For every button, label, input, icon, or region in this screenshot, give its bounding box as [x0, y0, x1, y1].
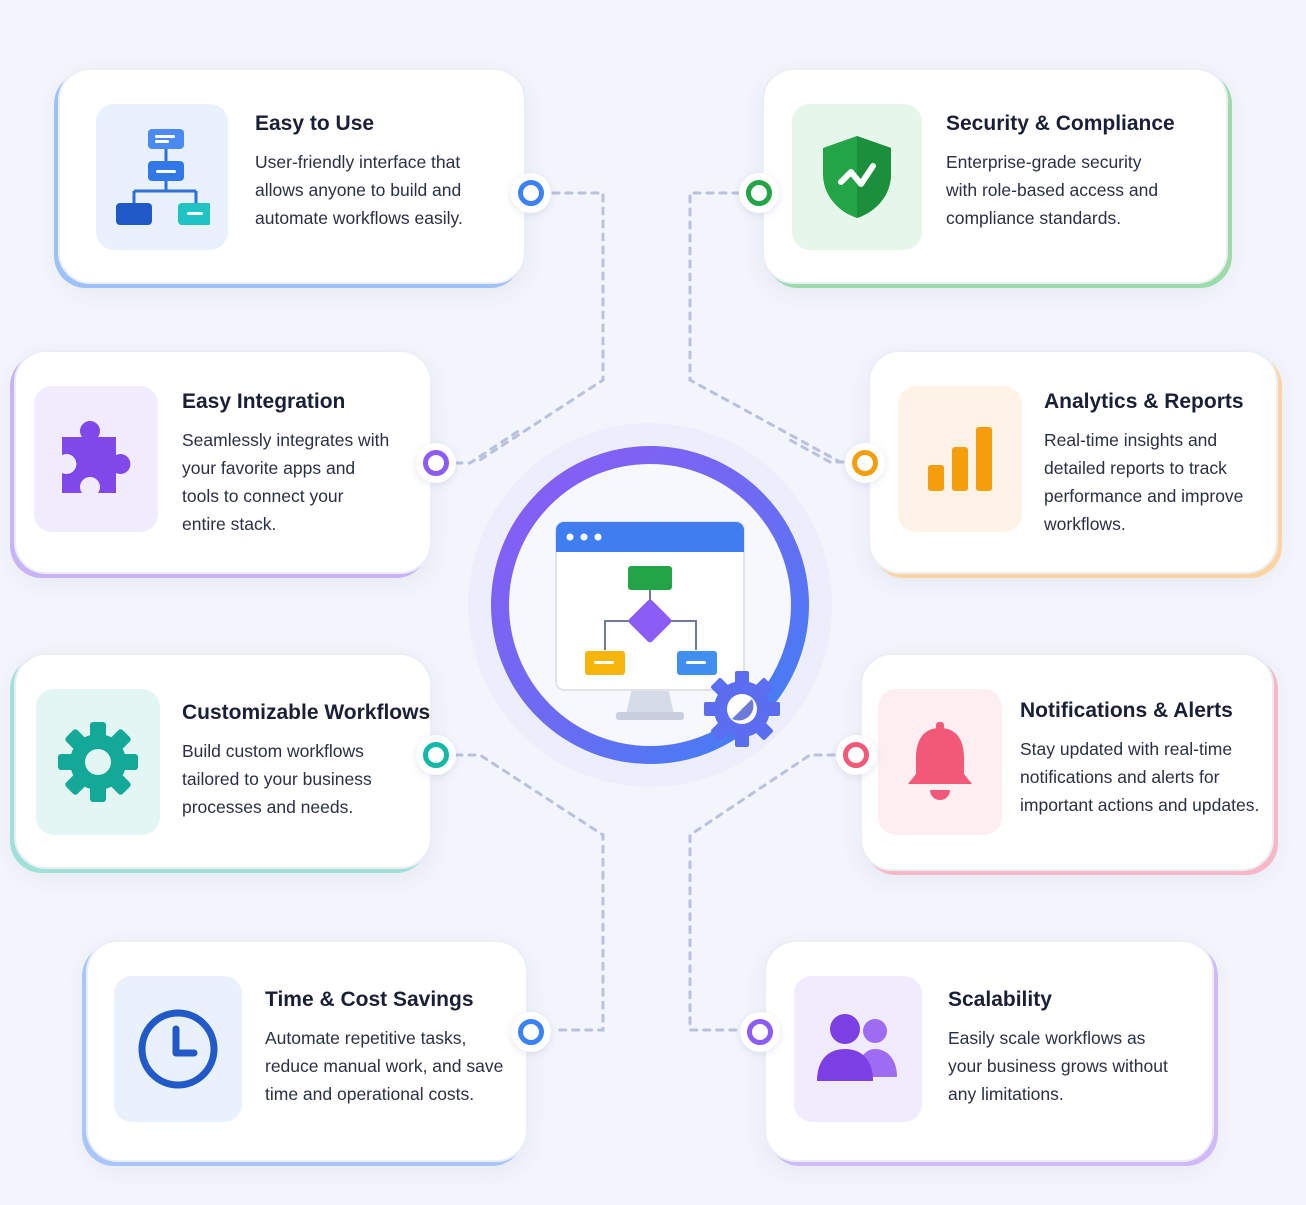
connector-notifications	[688, 753, 836, 1032]
dot-ring	[843, 742, 869, 768]
card-title: Easy Integration	[182, 390, 346, 413]
connector-dot-security	[739, 173, 779, 213]
connector-dot-easy-to-use	[511, 173, 551, 213]
card-title: Time & Cost Savings	[265, 988, 474, 1011]
connector-dot-custom-workflows	[416, 735, 456, 775]
connector-dot-easy-integration	[416, 443, 456, 483]
feature-card-analytics: Analytics & Reports Real-time insights a…	[868, 350, 1278, 574]
connector-security	[688, 191, 842, 464]
feature-card-easy-integration: Easy Integration Seamlessly integrates w…	[14, 350, 432, 574]
users-icon	[817, 1014, 897, 1081]
dot-ring	[518, 1019, 544, 1045]
card-description: Easily scale workflows as your business …	[948, 1028, 1168, 1104]
icon-tile	[898, 386, 1022, 532]
gear-icon	[58, 722, 138, 802]
card-description: User-friendly interface that allows anyo…	[255, 152, 463, 228]
flowchart-icon	[116, 129, 210, 225]
card-description: Stay updated with real-time notification…	[1020, 739, 1260, 815]
dot-ring	[852, 450, 878, 476]
connector-dot-notifications	[836, 735, 876, 775]
connector-dot-time-cost	[511, 1012, 551, 1052]
card-description: Build custom workflows tailored to your …	[182, 741, 372, 817]
icon-tile	[114, 976, 242, 1122]
dot-ring	[423, 450, 449, 476]
connector-easy-to-use	[478, 191, 605, 462]
card-description: Seamlessly integrates with your favorite…	[182, 430, 390, 534]
card-title: Security & Compliance	[946, 112, 1175, 135]
dot-ring	[746, 180, 772, 206]
card-title: Scalability	[948, 988, 1052, 1011]
card-description: Automate repetitive tasks, reduce manual…	[265, 1028, 504, 1104]
dot-ring	[518, 180, 544, 206]
feature-card-notifications: Notifications & Alerts Stay updated with…	[860, 653, 1274, 871]
icon-tile	[96, 104, 228, 250]
card-description: Real-time insights and detailed reports …	[1044, 430, 1244, 534]
card-title: Analytics & Reports	[1044, 390, 1244, 413]
icon-tile	[794, 976, 922, 1122]
bar-chart-icon	[928, 427, 992, 491]
card-title: Easy to Use	[255, 112, 375, 135]
card-description: Enterprise-grade security with role-base…	[946, 152, 1159, 228]
dot-ring	[747, 1019, 773, 1045]
hub-gear	[704, 671, 780, 747]
puzzle-icon	[62, 421, 131, 493]
connector-easy-integration	[454, 428, 522, 465]
icon-tile	[36, 689, 160, 835]
icon-tile	[34, 386, 158, 532]
monitor-stand	[626, 688, 674, 714]
dot-ring	[423, 742, 449, 768]
bell-icon	[908, 722, 972, 800]
workflow-monitor-icon	[468, 423, 832, 787]
feature-card-scalability: Scalability Easily scale workflows as yo…	[764, 940, 1214, 1162]
feature-card-custom-workflows: Customizable Workflows Build custom work…	[14, 653, 432, 869]
connector-dot-scalability	[740, 1012, 780, 1052]
connector-custom-workflows	[454, 753, 605, 1032]
card-title: Notifications & Alerts	[1020, 699, 1233, 722]
feature-card-easy-to-use: Easy to Use User-friendly interface that…	[58, 68, 526, 284]
connector-dot-analytics	[845, 443, 885, 483]
feature-card-security: Security & Compliance Enterprise-grade s…	[762, 68, 1228, 284]
connector-analytics	[788, 438, 845, 464]
icon-tile	[792, 104, 922, 250]
card-title: Customizable Workflows	[182, 701, 431, 724]
feature-card-time-cost: Time & Cost Savings Automate repetitive …	[86, 940, 528, 1162]
shield-icon	[823, 136, 891, 218]
clock-icon	[138, 1009, 218, 1089]
icon-tile	[878, 689, 1002, 835]
